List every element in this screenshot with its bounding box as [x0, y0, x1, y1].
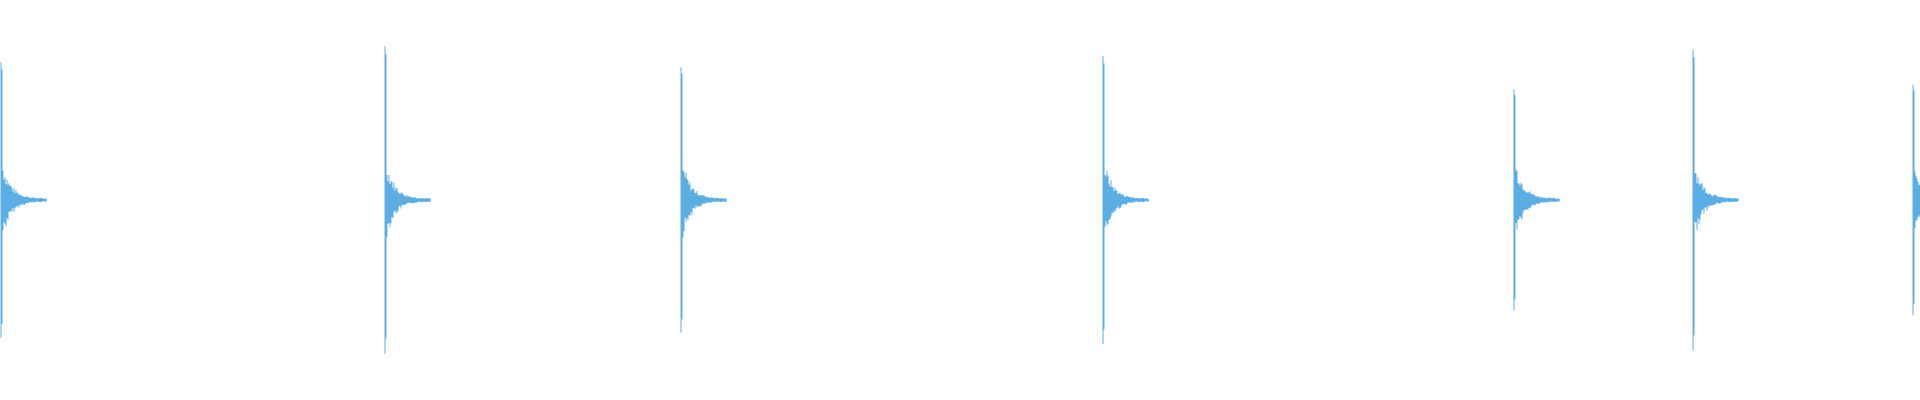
transient-7	[1912, 84, 1920, 316]
transient-5	[1513, 89, 1560, 311]
transient-6	[1692, 49, 1739, 351]
transient-2	[384, 46, 431, 354]
transient-4	[1102, 56, 1149, 344]
transient-3	[680, 67, 727, 333]
transient-1	[0, 62, 47, 338]
transients-layer	[0, 46, 1920, 354]
